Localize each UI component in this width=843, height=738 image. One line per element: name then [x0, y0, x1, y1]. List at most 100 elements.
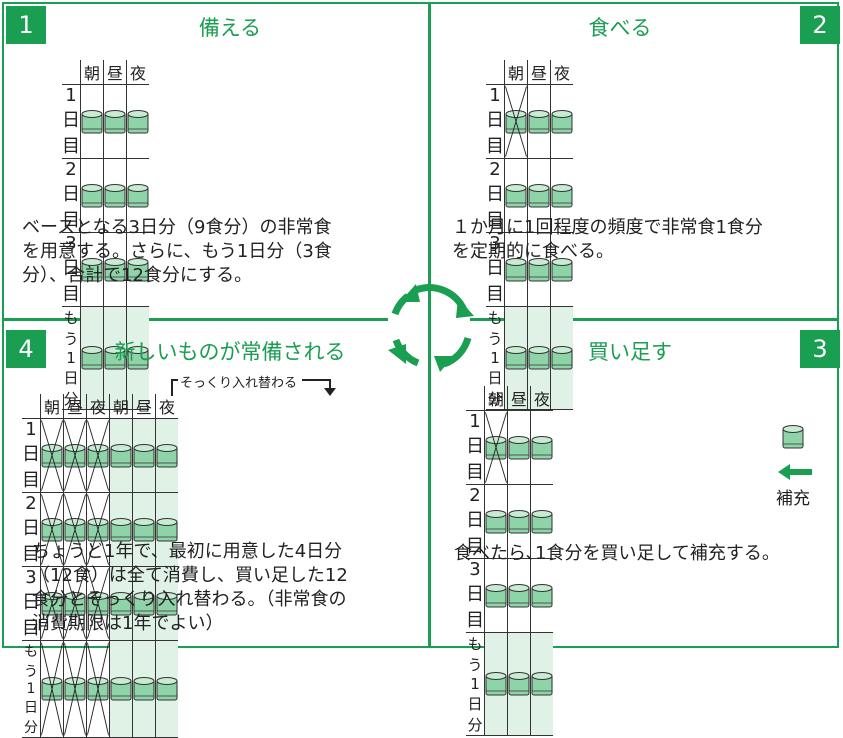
- meal-header: 夜: [155, 394, 178, 419]
- meal-header: 昼: [527, 60, 551, 85]
- food-can-icon: [551, 345, 573, 371]
- description-prepare: ベースとなる3日分（9食分）の非常食 を用意する。さらに、もう1日分（3食 分）…: [22, 216, 422, 288]
- meal-cell: [132, 418, 156, 493]
- divider-vertical: [428, 2, 431, 648]
- meal-cell: [484, 632, 508, 736]
- food-can-icon: [156, 517, 178, 543]
- food-can-icon: [81, 109, 103, 135]
- meal-cell: [109, 492, 133, 567]
- desc-line: １か月に1回程度の頻度で非常食1食分: [452, 217, 763, 238]
- day-row-label: 1日目: [486, 84, 505, 159]
- desc-line: 食べたら､1食分を買い足して補充する。: [454, 543, 780, 564]
- meal-cell: [80, 84, 104, 159]
- day-row-label: 1日目: [22, 418, 41, 493]
- divider-horizontal-right: [470, 318, 839, 321]
- food-can-icon: [104, 257, 126, 283]
- meal-cell: [527, 306, 551, 410]
- divider-horizontal-left: [2, 318, 388, 321]
- panel-title-eat: 食べる: [588, 16, 652, 40]
- meal-header: 朝: [484, 386, 508, 411]
- step-number-2: 2: [800, 6, 840, 44]
- meal-cell: [109, 566, 133, 641]
- meal-header: 昼: [63, 394, 87, 419]
- meal-cell: [530, 410, 553, 485]
- day-row-label: 2日目: [466, 484, 485, 559]
- food-can-icon: [528, 183, 550, 209]
- meal-header: 夜: [550, 60, 573, 85]
- day-row-label: 3日目: [22, 566, 41, 641]
- meal-cell: [504, 306, 528, 410]
- meal-cell: [550, 306, 573, 410]
- meal-cell: [126, 306, 149, 410]
- day-row-label: もう1日分: [22, 640, 41, 738]
- desc-line: を用意する。さらに、もう1日分（3食: [22, 241, 332, 262]
- food-can-icon: [505, 183, 527, 209]
- food-can-icon: [110, 676, 132, 702]
- meal-cell: [80, 158, 104, 233]
- panel-title-restock: 買い足す: [588, 340, 672, 364]
- desc-line: （12食）は全て消費し、買い足した12: [32, 565, 348, 586]
- meal-cell: [86, 418, 110, 493]
- meal-header: 夜: [530, 386, 553, 411]
- meal-header: 昼: [507, 386, 531, 411]
- food-can-icon: [104, 183, 126, 209]
- meal-cell: [504, 158, 528, 233]
- meal-cell: [504, 84, 528, 159]
- desc-line: 分）、合計で12食分にする。: [22, 265, 253, 286]
- food-can-icon: [110, 443, 132, 469]
- food-can-icon: [64, 443, 86, 469]
- food-can-icon: [104, 345, 126, 371]
- food-can-icon: [156, 591, 178, 617]
- food-can-icon: [505, 109, 527, 135]
- food-can-icon: [508, 583, 530, 609]
- food-can-icon: [531, 583, 553, 609]
- supply-label: 補充: [776, 489, 810, 509]
- meal-cell: [507, 558, 531, 633]
- cycle-arrows-icon: [388, 284, 474, 372]
- description-restock: 食べたら､1食分を買い足して補充する。: [454, 542, 834, 566]
- food-can-icon: [133, 517, 155, 543]
- meal-cell: [527, 232, 551, 307]
- day-row-label: 3日目: [466, 558, 485, 633]
- food-can-icon: [531, 671, 553, 697]
- meal-cell: [527, 84, 551, 159]
- meal-header: 朝: [80, 60, 104, 85]
- food-can-icon: [127, 257, 149, 283]
- food-can-icon: [508, 509, 530, 535]
- meal-cell: [530, 484, 553, 559]
- meal-header: 朝: [40, 394, 64, 419]
- food-can-icon: [551, 183, 573, 209]
- food-can-icon: [64, 676, 86, 702]
- meal-cell: [80, 306, 104, 410]
- meal-header: 昼: [103, 60, 127, 85]
- food-can-icon: [156, 443, 178, 469]
- food-can-icon: [485, 509, 507, 535]
- meal-cell: [155, 418, 178, 493]
- day-row-label: 3日目: [62, 232, 81, 307]
- food-can-icon: [528, 257, 550, 283]
- meal-cell: [80, 232, 104, 307]
- food-can-icon: [156, 676, 178, 702]
- food-can-icon: [551, 257, 573, 283]
- swap-label-text: そっくり入れ替わる: [180, 376, 298, 391]
- meal-cell: [103, 306, 127, 410]
- meal-cell: [103, 84, 127, 159]
- food-can-icon: [87, 443, 109, 469]
- step-number-4: 4: [6, 330, 46, 368]
- food-can-icon: [127, 183, 149, 209]
- restock-indicator: 補充: [776, 424, 826, 509]
- meal-cell: [109, 418, 133, 493]
- food-can-icon: [133, 676, 155, 702]
- meal-cell: [63, 418, 87, 493]
- food-can-icon: [81, 345, 103, 371]
- meal-cell: [86, 640, 110, 738]
- food-can-icon: [551, 109, 573, 135]
- food-can-icon: [531, 435, 553, 461]
- desc-line: ベースとなる3日分（9食分）の非常食: [22, 217, 332, 238]
- meal-header: 朝: [109, 394, 133, 419]
- food-can-icon: [41, 517, 63, 543]
- meal-cell: [550, 232, 573, 307]
- meal-cell: [132, 640, 156, 738]
- desc-line: を定期的に食べる。: [452, 241, 614, 262]
